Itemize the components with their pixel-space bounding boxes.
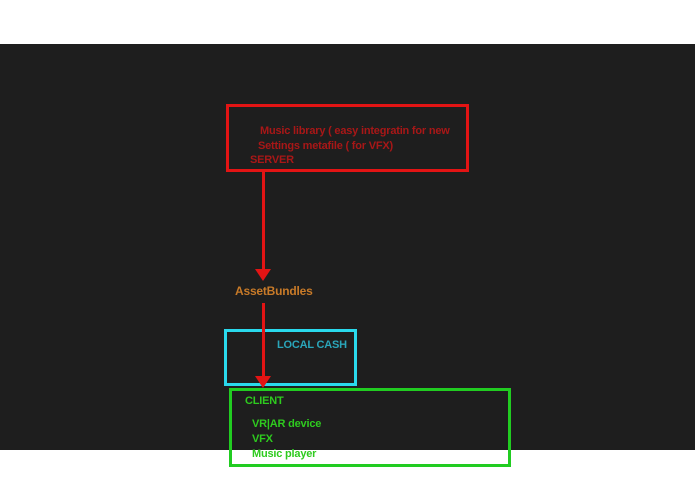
client-item-vfx: VFX bbox=[252, 433, 273, 445]
client-box bbox=[229, 388, 511, 467]
local-cash-box bbox=[224, 329, 357, 386]
server-to-assetbundles-arrowhead-icon bbox=[255, 269, 271, 281]
client-item-vr-ar-device: VR|AR device bbox=[252, 418, 322, 430]
diagram-canvas: Music library ( easy integratin for new … bbox=[0, 44, 695, 467]
assetbundles-label: AssetBundles bbox=[235, 284, 313, 298]
server-box bbox=[226, 104, 469, 172]
local-cash-label: LOCAL CASH bbox=[277, 339, 347, 351]
client-box-label: CLIENT bbox=[245, 395, 284, 407]
assetbundles-to-client-arrow-shaft bbox=[262, 303, 265, 376]
client-item-music-player: Music player bbox=[252, 448, 317, 460]
server-box-label: SERVER bbox=[250, 154, 294, 166]
assetbundles-to-client-arrowhead-icon bbox=[255, 376, 271, 388]
server-box-line-settings-metafile: Settings metafile ( for VFX) bbox=[258, 140, 393, 152]
server-box-line-music-library: Music library ( easy integratin for new bbox=[260, 125, 450, 137]
server-to-assetbundles-arrow-shaft bbox=[262, 172, 265, 269]
